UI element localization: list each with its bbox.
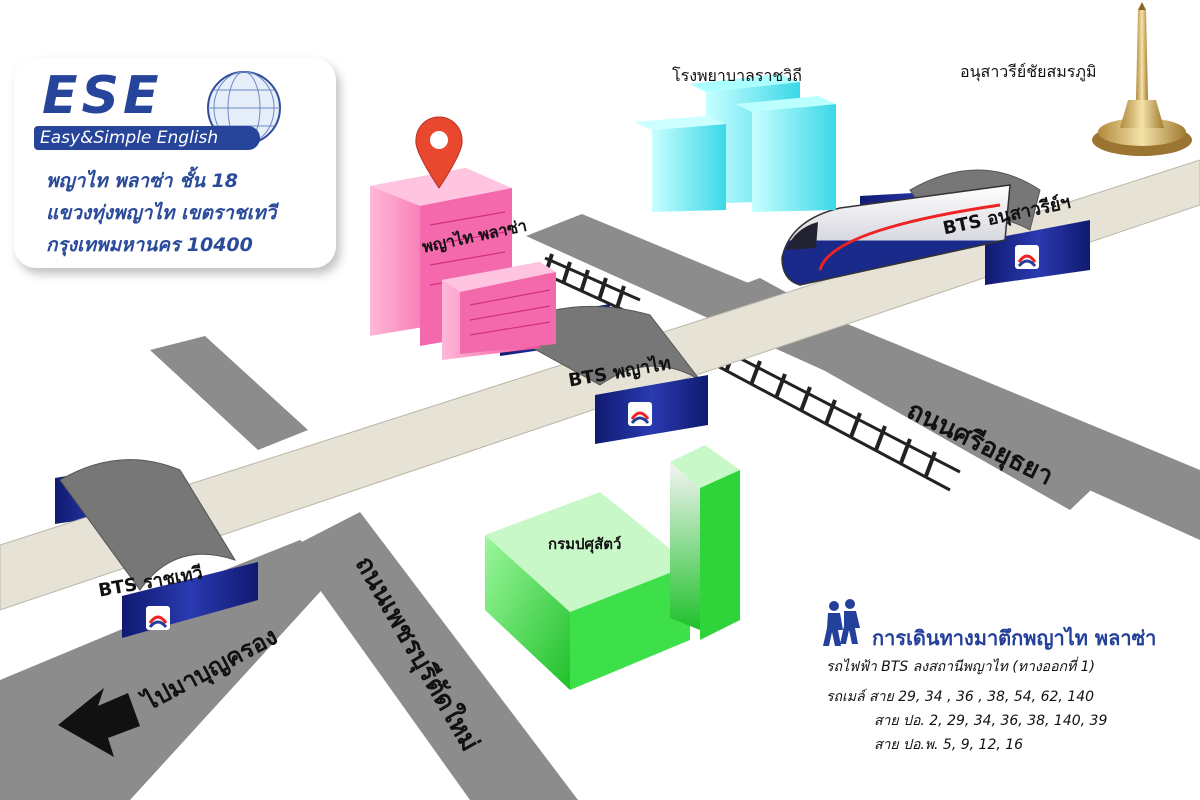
bts-train	[781, 184, 1011, 286]
address-line-3: กรุงเทพมหานคร 10400	[46, 234, 253, 256]
address-line-2: แขวงทุ่งพญาไท เขตราชเทวี	[46, 202, 277, 224]
directions-bus-1: รถเมล์ สาย 29, 34 , 36 , 38, 54, 62, 140	[826, 689, 1095, 705]
hospital-buildings	[634, 74, 836, 212]
arrow-left-icon	[58, 688, 140, 757]
address-line-1: พญาไท พลาซ่า ชั้น 18	[46, 170, 239, 192]
livestock-dept-building	[485, 445, 740, 690]
directions-bus-3: สาย ปอ.พ. 5, 9, 12, 16	[874, 737, 1024, 753]
directions-bts: รถไฟฟ้า BTS ลงสถานีพญาไท (ทางออกที่ 1)	[826, 659, 1096, 675]
station-fronts	[122, 220, 1090, 638]
livestock-dept-label: กรมปศุสัตว์	[548, 535, 622, 553]
road-phetchaburi	[290, 512, 578, 800]
logo: ESE	[42, 66, 163, 126]
hospital-label: โรงพยาบาลราชวิถี	[672, 66, 802, 85]
walking-people-icon	[823, 599, 860, 646]
railway-tracks	[539, 253, 961, 492]
road-left-branch	[150, 336, 308, 450]
logo-subtitle: Easy&Simple English	[34, 126, 260, 150]
map-pin-icon	[415, 116, 463, 189]
victory-monument	[1092, 2, 1192, 156]
address-card: ESE Easy&Simple English พญาไท พลาซ่า ชั้…	[14, 58, 336, 268]
phaya-thai-plaza-building	[370, 168, 556, 360]
monument-label: อนุสาวรีย์ชัยสมรภูมิ	[960, 62, 1097, 81]
directions-bus-2: สาย ปอ. 2, 29, 34, 36, 38, 140, 39	[874, 713, 1108, 729]
bts-logo-icon	[148, 254, 1037, 628]
directions-title: การเดินทางมาตึกพญาไท พลาซ่า	[872, 626, 1157, 650]
